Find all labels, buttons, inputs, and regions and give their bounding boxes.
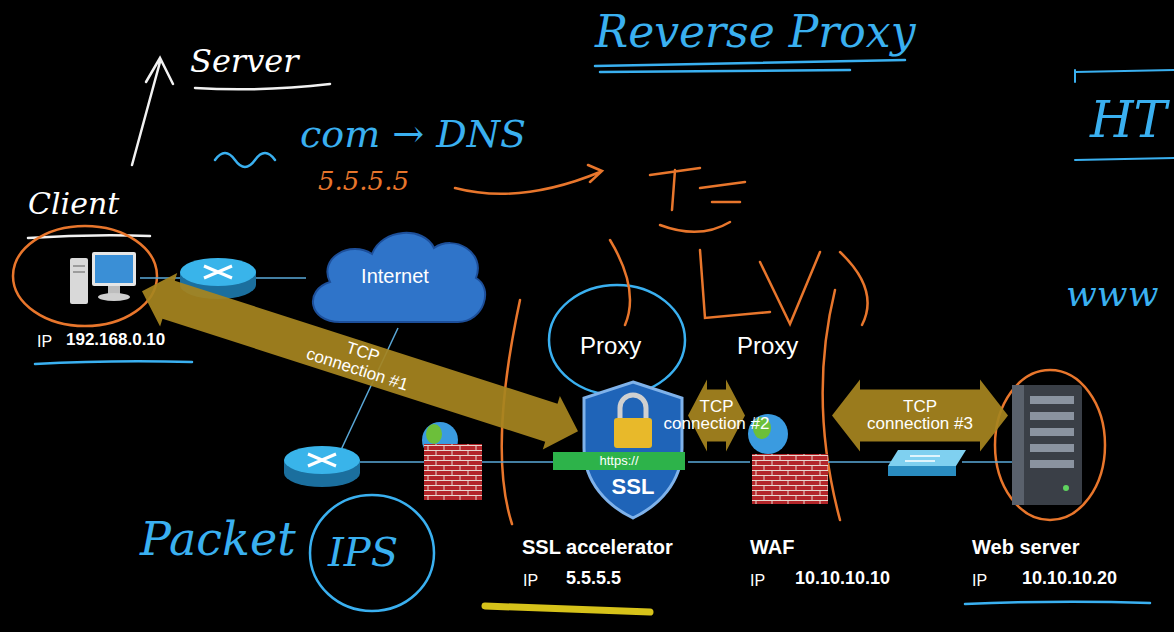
handwritten-note: com → DNS [300,112,526,158]
internet-cloud: Internet [300,222,490,332]
waf-device: ProxyWAFIP10.10.10.10 [745,385,832,507]
handwritten-note: Packet [140,512,296,567]
network-wires [140,278,1012,462]
handwritten-note: 5.5.5.5 [318,166,409,197]
device-name: Web server [972,535,1079,559]
web-server-icon [1012,385,1082,505]
client-computer [70,252,136,304]
ip-prefix: IP [523,571,538,590]
annotations [13,58,1174,612]
waf-firewall [748,414,828,504]
network-switch [888,450,966,476]
ssl-accelerator: Proxyhttps://SSLSSL acceleratorIP5.5.5.5 [578,378,688,520]
handwritten-title: Reverse Proxy [595,6,916,59]
proxy-label: Proxy [580,332,641,361]
handwritten-note: Server [190,42,298,80]
router [284,446,360,487]
ip-prefix: IP [972,571,987,590]
connection-label: TCP connection #3 [861,398,979,434]
web-server: Web serverIP10.10.10.20 [1008,380,1086,510]
cloud-label: Internet [300,264,490,288]
ip-prefix: IP [37,332,52,351]
handwritten-note: www [1066,272,1158,315]
ip-address: 10.10.10.10 [795,568,890,590]
ip-address: 10.10.10.20 [1022,568,1117,590]
proxy-label: Proxy [737,332,798,361]
tcp-connection-arrow [832,380,1008,452]
handwritten-note: IPS [328,528,398,576]
ip-address: 192.168.0.10 [66,330,165,350]
client-host: IP192.168.0.10 [66,248,142,310]
https-bar: https:// [553,452,685,470]
ip-prefix: IP [750,571,765,590]
edge-firewall [422,422,482,500]
device-name: SSL accelerator [522,535,673,559]
tcp-connection-arrow [688,380,745,452]
handwritten-note: HT [1090,90,1167,150]
shield-label: SSL [578,474,688,500]
handwritten-note: Client [28,186,119,222]
connection-label: TCP connection #1 [298,326,421,396]
ip-address: 5.5.5.5 [566,568,621,590]
device-name: WAF [750,535,794,559]
